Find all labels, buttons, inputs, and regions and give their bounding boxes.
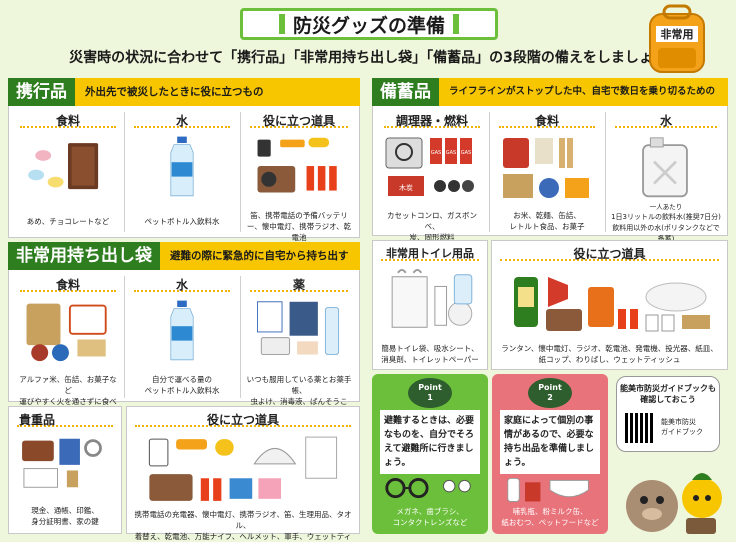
toilet-supplies-icon — [391, 268, 473, 328]
stock-col-water: 水 一人あたり 1日3リットルの飲料水(推奨7日分) 飲料用以外の水(ポリタンク… — [607, 108, 725, 243]
stock-cooking-caption: カセットコンロ、ガスボンベ、 炭、固形燃料 — [387, 211, 477, 242]
stock-desc: ライフラインがストップした中、自宅で数日を乗り切るためのもの — [439, 78, 728, 125]
carry-header: 携行品 外出先で被災したときに役に立つもの — [8, 78, 360, 106]
point-1-text: 避難するときは、必要なものを、自分でそろえて避難所に行きましょう。 — [380, 410, 480, 474]
stock-tools-section: 役に立つ道具 ランタン、懐中電灯、ラジオ、乾電池、発電機、投光器、紙皿、 紙コッ… — [491, 240, 728, 370]
canned-food-icon — [26, 303, 107, 362]
valuables-section: 貴重品 現金、通帳、印鑑、 身分証明書、家の鍵 — [8, 406, 122, 534]
backpack-icon: 非常用 — [649, 4, 705, 73]
water-bottle-icon — [170, 300, 194, 361]
carry-food-title: 食料 — [20, 108, 116, 128]
bag-water-title: 水 — [134, 272, 230, 292]
bag-tools-caption: 携帯電話の充電器、懐中電灯、携帯ラジオ、笛、生理用品、タオル、 着替え、乾電池、… — [134, 510, 352, 541]
stock-food-title: 食料 — [499, 108, 595, 128]
valuables-title: 貴重品 — [17, 407, 113, 427]
gas-label-2: GAS — [446, 150, 456, 156]
baby-bottle-diaper-icon — [507, 477, 589, 502]
stock-food-caption: お米、乾麺、缶詰、 レトルト食品、お菓子 — [509, 211, 585, 231]
carry-col-tools: 役に立つ道具 笛、携帯電話の予備バッテリー、懐中電灯、携帯ラジオ、乾電池 — [242, 108, 356, 242]
gas-label-3: GAS — [461, 150, 471, 156]
gas-label-1: GAS — [431, 150, 441, 156]
stock-col-cooking: 調理器・燃料 GAS GAS GAS 木炭 カセットコンロ、ガスボンベ、 炭、固… — [376, 108, 488, 242]
carry-divider-1 — [124, 112, 125, 232]
guidebook-text: 能美市防災ガイドブックも 確認しておこう — [620, 384, 716, 404]
stock-cooking-title: 調理器・燃料 — [384, 108, 480, 128]
wallet-keys-icon — [22, 438, 102, 488]
bag-col-medicine: 薬 いつも服用している薬とお薬手帳、 虫よけ、消毒液、ばんそうこう、かぜ薬 — [242, 272, 356, 417]
bag-tools-section: 役に立つ道具 携帯電話の充電器、懐中電灯、携帯ラジオ、笛、生理用品、タオル、 着… — [126, 406, 360, 541]
stove-gas-icon: GAS GAS GAS 木炭 — [385, 137, 474, 196]
carry-title: 携行品 — [8, 78, 75, 106]
point-2-card: Point 2 家庭によって個別の事情があるので、必要な持ち出品を準備しましょう… — [492, 374, 608, 534]
toilet-title: 非常用トイレ用品 — [381, 241, 479, 261]
qr-code-icon[interactable] — [625, 413, 655, 443]
point-2-caption: 哺乳瓶、粉ミルク缶、 紙おむつ、ペットフードなど — [501, 507, 599, 527]
guidebook-callout: 能美市防災ガイドブックも 確認しておこう 能美市防災 ガイドブック — [616, 376, 720, 452]
valuables-caption: 現金、通帳、印鑑、 身分証明書、家の鍵 — [31, 506, 99, 526]
point-2-badge: Point 2 — [528, 378, 572, 408]
water-tank-icon — [642, 137, 688, 198]
stock-water-title: 水 — [615, 108, 717, 128]
stock-water-caption: 1日3リットルの飲料水(推奨7日分) 飲料用以外の水(ポリタンクなどで备蓄) — [611, 213, 721, 243]
stock-divider-2 — [605, 112, 606, 232]
bag-divider-2 — [240, 276, 241, 398]
water-bottle-icon — [170, 136, 194, 197]
carry-water-title: 水 — [134, 108, 230, 128]
stock-divider-1 — [489, 112, 490, 232]
stock-title: 備蓄品 — [372, 78, 439, 106]
charcoal-label: 木炭 — [399, 183, 413, 192]
stock-tools-title: 役に立つ道具 — [500, 241, 719, 261]
point-1-card: Point 1 避難するときは、必要なものを、自分でそろえて避難所に行きましょう… — [372, 374, 488, 534]
stock-tools-caption: ランタン、懐中電灯、ラジオ、乾電池、発電機、投光器、紙皿、 紙コップ、わりばし、… — [501, 344, 718, 364]
page-title-box: 防災グッズの準備 — [240, 8, 498, 40]
stock-col-food: 食料 お米、乾麺、缶詰、 レトルト食品、お菓子 — [491, 108, 603, 234]
guidebook-sub: 能美市防災 ガイドブック — [661, 418, 703, 436]
stock-food-icon — [503, 138, 589, 198]
backpack-label: 非常用 — [661, 27, 694, 41]
title-mark-right — [453, 14, 459, 34]
carry-tools-title: 役に立つ道具 — [250, 108, 348, 128]
bag-tools-icon — [148, 436, 338, 501]
bag-header: 非常用持ち出し袋 避難の際に緊急的に自宅から持ち出すもの — [8, 242, 360, 290]
toilet-section: 非常用トイレ用品 簡易トイレ袋、吸水シート、 消臭剤、トイレットペーパー — [372, 240, 488, 370]
medicine-icon — [257, 301, 340, 356]
carry-desc: 外出先で被災したときに役に立つもの — [75, 78, 360, 106]
title-mark-left — [278, 14, 285, 34]
carry-food-caption: あめ、チョコレートなど — [26, 217, 110, 226]
point-1-badge: Point 1 — [408, 378, 452, 408]
glasses-toothbrush-icon — [385, 477, 471, 499]
carry-col-water: 水 ペットボトル入飲料水 — [126, 108, 238, 234]
point-1-caption: メガネ、歯ブラシ、 コンタクトレンズなど — [392, 507, 468, 527]
toilet-caption: 簡易トイレ袋、吸水シート、 消臭剤、トイレットペーパー — [381, 344, 479, 364]
stock-tools-icon — [514, 277, 710, 332]
bag-medicine-title: 薬 — [250, 272, 348, 292]
bag-desc: 避難の際に緊急的に自宅から持ち出すもの — [160, 242, 360, 290]
tank-label: 一人あたり — [649, 203, 683, 211]
stock-header: 備蓄品 ライフラインがストップした中、自宅で数日を乗り切るためのもの — [372, 78, 728, 125]
bag-col-food: 食料 アルファ米、缶詰、お菓子など 運びやすく火を通さずに食べられるもの — [12, 272, 124, 417]
carry-tools-caption: 笛、携帯電話の予備バッテリー、懐中電灯、携帯ラジオ、乾電池 — [246, 211, 352, 242]
page-subtitle: 災害時の状況に合わせて「携行品」「非常用持ち出し袋」「備蓄品」の3段階の備えをし… — [69, 50, 667, 66]
candy-chocolate-icon — [28, 143, 99, 190]
bag-tools-title: 役に立つ道具 — [135, 407, 351, 427]
bag-water-caption: 自分で運べる量の ペットボトル入飲料水 — [144, 375, 220, 395]
carry-water-caption: ペットボトル入飲料水 — [144, 217, 220, 226]
carry-divider-2 — [240, 112, 241, 232]
bag-title: 非常用持ち出し袋 — [8, 242, 160, 270]
bag-food-title: 食料 — [20, 272, 116, 292]
point-2-text: 家庭によって個別の事情があるので、必要な持ち出品を準備しましょう。 — [500, 410, 600, 474]
carry-col-food: 食料 あめ、チョコレートなど — [12, 108, 124, 234]
bag-col-water: 水 自分で運べる量の ペットボトル入飲料水 — [126, 272, 238, 400]
tools-radio-flashlight-icon — [257, 137, 337, 193]
page-title: 防災グッズの準備 — [292, 14, 445, 37]
bag-divider-1 — [124, 276, 125, 398]
mascot-characters-icon — [626, 473, 722, 534]
